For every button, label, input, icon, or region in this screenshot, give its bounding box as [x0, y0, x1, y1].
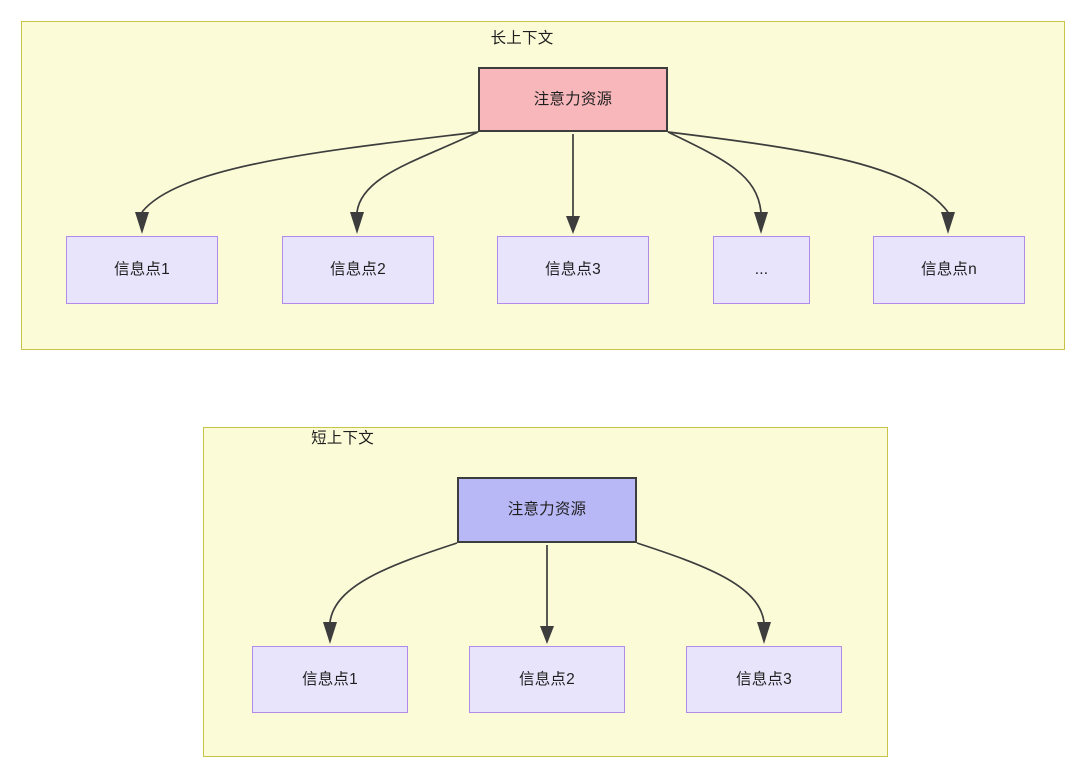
- long-context-info-node-1[interactable]: 信息点1: [66, 236, 218, 304]
- short-context-attention-resource-label: 注意力资源: [507, 501, 587, 519]
- short-context-info-label-3: 信息点3: [736, 670, 792, 688]
- long-context-title: 长上下文: [490, 30, 554, 47]
- short-context-info-node-3[interactable]: 信息点3: [686, 646, 842, 713]
- long-context-info-label-2: 信息点2: [330, 261, 386, 279]
- long-context-info-node-2[interactable]: 信息点2: [282, 236, 434, 304]
- long-context-info-label-1: 信息点1: [114, 261, 170, 279]
- short-context-info-label-2: 信息点2: [519, 670, 575, 688]
- short-context-info-node-2[interactable]: 信息点2: [469, 646, 625, 713]
- long-context-info-label-n: 信息点n: [921, 261, 977, 279]
- short-context-attention-resource-node[interactable]: 注意力资源: [457, 477, 637, 543]
- long-context-info-label-3: 信息点3: [545, 261, 601, 279]
- short-context-info-label-1: 信息点1: [302, 670, 358, 688]
- long-context-attention-resource-node[interactable]: 注意力资源: [478, 67, 668, 132]
- short-context-title: 短上下文: [311, 430, 374, 447]
- short-context-info-node-1[interactable]: 信息点1: [252, 646, 408, 713]
- long-context-attention-resource-label: 注意力资源: [533, 90, 613, 108]
- long-context-info-node-n[interactable]: 信息点n: [873, 236, 1025, 304]
- long-context-info-label-ellipsis: ...: [754, 261, 769, 279]
- long-context-info-node-3[interactable]: 信息点3: [497, 236, 649, 304]
- long-context-info-node-ellipsis[interactable]: ...: [713, 236, 810, 304]
